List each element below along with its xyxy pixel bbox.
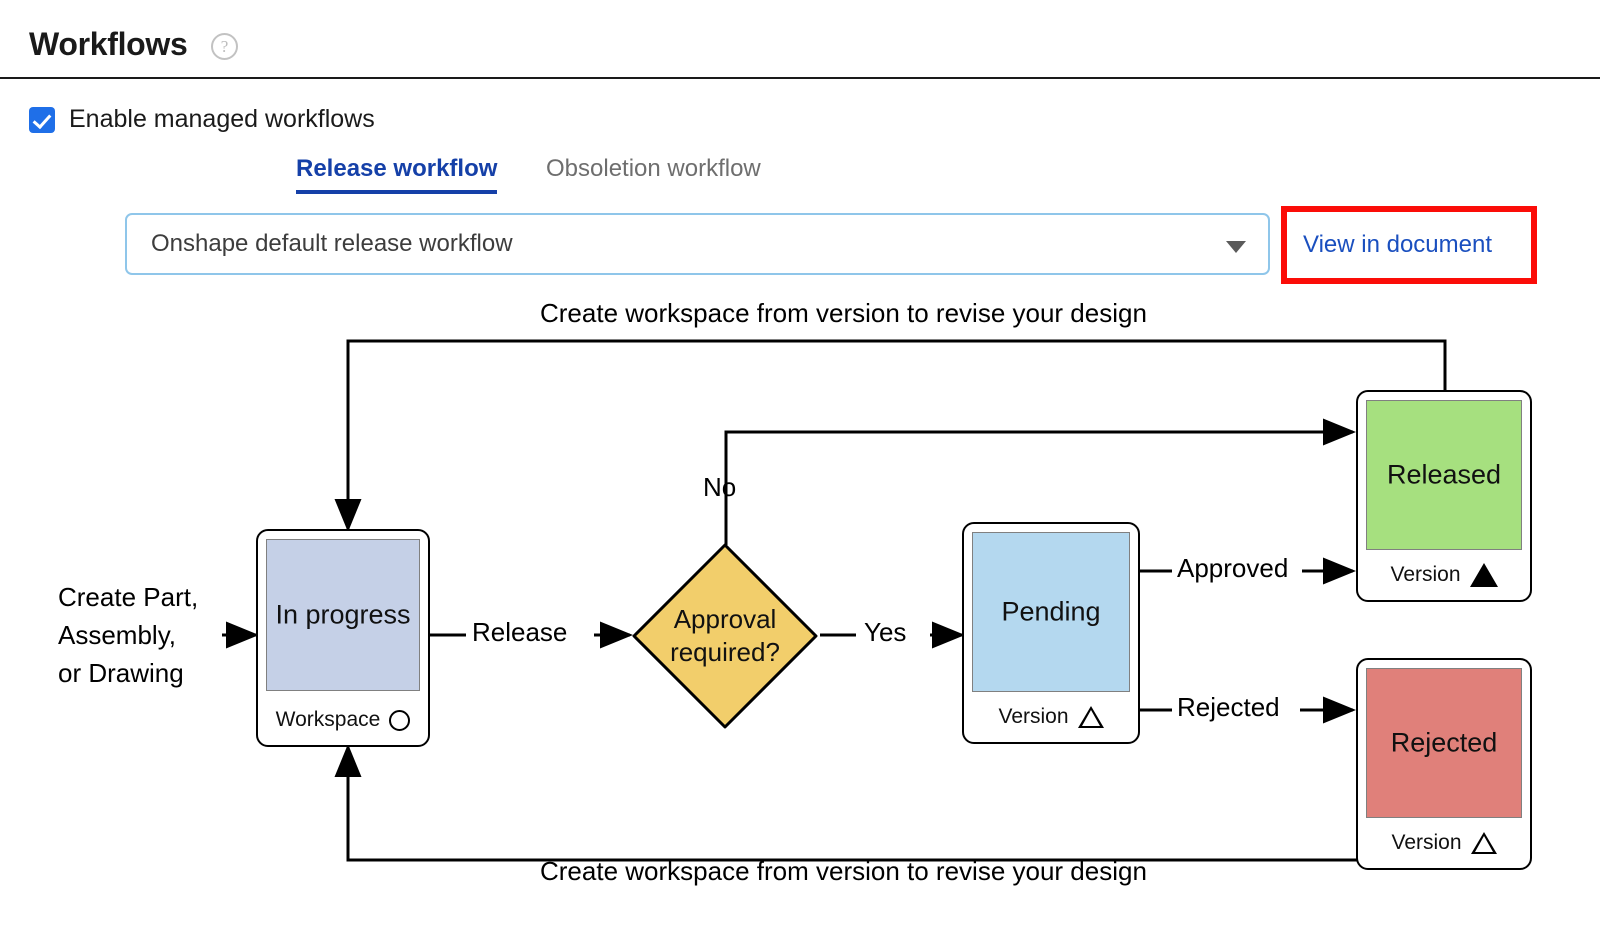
node-approval-required-labels: Approval required?	[630, 603, 820, 669]
node-released[interactable]: Released Version	[1356, 390, 1532, 602]
edge-label-no: No	[703, 472, 737, 502]
edge-label-bottom-loop: Create workspace from version to revise …	[540, 856, 1147, 886]
start-text-line2: Assembly,	[58, 620, 176, 650]
node-rejected-footer-label: Version	[1391, 831, 1462, 854]
start-text-line1: Create Part,	[58, 582, 199, 612]
node-rejected-footer: Version	[1358, 818, 1530, 868]
version-triangle-outline-icon	[1077, 706, 1104, 728]
help-icon[interactable]: ?	[211, 33, 238, 60]
edge-label-yes: Yes	[864, 617, 907, 647]
node-pending[interactable]: Pending Version	[962, 522, 1140, 744]
node-released-label: Released	[1386, 459, 1502, 490]
edge-label-top-loop: Create workspace from version to revise …	[540, 298, 1147, 328]
page-title: Workflows	[29, 26, 188, 62]
decision-diamond-shape	[632, 543, 818, 729]
node-pending-swatch: Pending	[972, 532, 1130, 692]
node-released-swatch: Released	[1366, 400, 1522, 550]
version-triangle-outline-icon-2	[1470, 832, 1497, 854]
node-in-progress-footer-label: Workspace	[275, 708, 381, 731]
node-pending-footer: Version	[964, 692, 1138, 742]
node-released-footer: Version	[1358, 550, 1530, 600]
version-triangle-filled-icon	[1469, 563, 1498, 587]
tab-obsoletion-workflow[interactable]: Obsoletion workflow	[546, 155, 761, 182]
view-in-document-highlight	[1281, 206, 1537, 284]
node-released-footer-label: Version	[1390, 563, 1461, 586]
node-rejected[interactable]: Rejected Version	[1356, 658, 1532, 870]
node-pending-label: Pending	[1001, 596, 1101, 627]
workflow-select[interactable]: Onshape default release workflow	[125, 213, 1270, 275]
enable-managed-workflows-checkbox[interactable]	[29, 107, 55, 133]
node-approval-line2: required?	[670, 637, 780, 667]
node-approval-line1: Approval	[673, 604, 777, 634]
node-in-progress[interactable]: In progress Workspace	[256, 529, 430, 747]
view-in-document-link[interactable]: View in document	[1303, 231, 1492, 258]
edge-label-approved: Approved	[1177, 553, 1289, 583]
start-text-line3: or Drawing	[58, 658, 184, 688]
workflow-select-value: Onshape default release workflow	[151, 230, 513, 257]
workspace-circle-icon	[389, 709, 411, 731]
node-in-progress-label: In progress	[275, 599, 411, 630]
node-rejected-swatch: Rejected	[1366, 668, 1522, 818]
node-in-progress-swatch: In progress	[266, 539, 420, 691]
node-rejected-label: Rejected	[1390, 727, 1498, 758]
enable-managed-workflows-label: Enable managed workflows	[69, 105, 375, 133]
edge-label-release: Release	[472, 617, 568, 647]
tab-release-workflow[interactable]: Release workflow	[296, 155, 498, 194]
chevron-down-icon	[1226, 241, 1246, 253]
node-in-progress-footer: Workspace	[258, 695, 428, 745]
node-pending-footer-label: Version	[998, 705, 1069, 728]
edge-label-rejected: Rejected	[1177, 692, 1280, 722]
page-header: Workflows ?	[0, 0, 1600, 79]
release-workflow-diagram: Create workspace from version to revise …	[0, 290, 1600, 928]
diagram-connectors	[222, 339, 1447, 862]
node-approval-required[interactable]: Approval required?	[630, 541, 820, 731]
